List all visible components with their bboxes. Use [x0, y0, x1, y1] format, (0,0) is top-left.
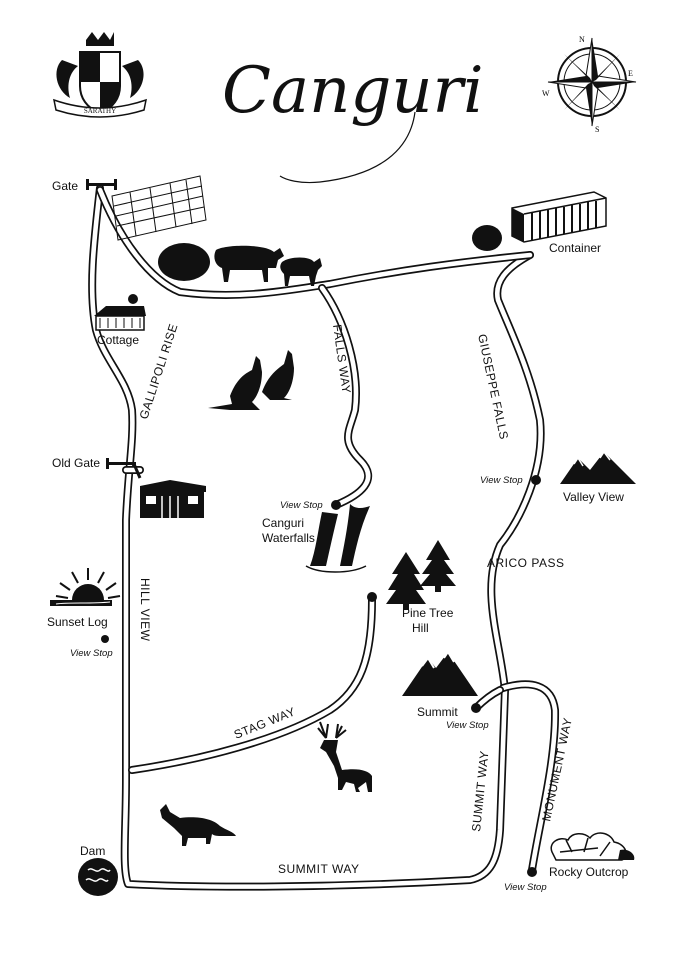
- summit-mountain-icon: [402, 650, 478, 696]
- view-stop-marker: [331, 500, 341, 510]
- label-gate: Gate: [52, 179, 78, 193]
- road-label-arico-pass: ARICO PASS: [487, 556, 564, 570]
- cottage-icon: [94, 306, 146, 331]
- gate-icon: [86, 179, 117, 190]
- road-label-monument-way: MONUMENT WAY: [539, 716, 575, 822]
- compass-west: W: [542, 89, 550, 98]
- cottage-tree-icon: [128, 294, 138, 304]
- view-stop-marker: [527, 867, 537, 877]
- sunset-icon: [50, 568, 121, 606]
- crest-icon: SARATHY: [53, 32, 147, 118]
- label-rocky-outcrop: Rocky Outcrop: [549, 865, 629, 879]
- rocks-icon: [550, 832, 635, 861]
- label-pine-tree-hill-line2: Hill: [412, 621, 429, 635]
- bush-icon: [472, 225, 502, 251]
- compass-rose-icon: N E S W: [542, 35, 637, 134]
- road-label-gallipoli-rise: GALLIPOLI RISE: [137, 322, 181, 421]
- shipping-container-icon: [511, 191, 607, 243]
- fox-icon: [160, 804, 236, 846]
- waterfall-icon: [305, 504, 370, 573]
- bush-icon: [158, 243, 210, 281]
- label-sunset-log: Sunset Log: [47, 615, 108, 629]
- view-stop-marker: [101, 635, 109, 643]
- compass-north: N: [579, 35, 585, 44]
- view-stop-label: View Stop: [446, 720, 489, 731]
- view-stop-marker: [471, 703, 481, 713]
- label-canguri-waterfalls-line2: Waterfalls: [262, 531, 315, 545]
- label-valley-view: Valley View: [563, 490, 624, 504]
- label-old-gate: Old Gate: [52, 456, 100, 470]
- cow-icon: [214, 245, 284, 282]
- label-cottage: Cottage: [97, 333, 139, 347]
- road-label-summit-way-vertical: SUMMIT WAY: [469, 750, 491, 832]
- view-stop-label: View Stop: [70, 648, 113, 659]
- road-label-hill-view: HILL VIEW: [138, 578, 152, 642]
- cattle-yard-icon: [111, 175, 207, 241]
- label-container: Container: [549, 241, 601, 255]
- label-canguri-waterfalls-line1: Canguri: [262, 516, 304, 530]
- road-label-giuseppe-falls: GIUSEPPE FALLS: [475, 333, 511, 441]
- old-gate-icon: [106, 458, 142, 479]
- pine-tree-icon: [386, 540, 456, 610]
- calf-icon: [280, 257, 322, 286]
- crest-banner: SARATHY: [84, 107, 116, 115]
- dam-icon: [78, 858, 118, 896]
- view-stop-marker: [367, 592, 377, 602]
- label-summit: Summit: [417, 705, 458, 719]
- road-network: [88, 184, 560, 891]
- view-stop-marker: [531, 475, 541, 485]
- compass-south: S: [595, 125, 599, 134]
- map-title: Canguri: [222, 54, 484, 128]
- view-stop-label: View Stop: [480, 475, 523, 486]
- view-stop-label: View Stop: [280, 500, 323, 511]
- compass-east: E: [628, 69, 633, 78]
- shed-icon: [140, 480, 206, 518]
- label-dam: Dam: [80, 844, 105, 858]
- label-pine-tree-hill-line1: Pine Tree: [402, 606, 454, 620]
- view-stop-label: View Stop: [504, 882, 547, 893]
- road-label-summit-way-bottom: SUMMIT WAY: [278, 862, 359, 876]
- stag-icon: [317, 721, 372, 792]
- kangaroo-icon: [208, 350, 294, 410]
- mountains-icon: [560, 450, 636, 484]
- title-flourish: [279, 111, 416, 184]
